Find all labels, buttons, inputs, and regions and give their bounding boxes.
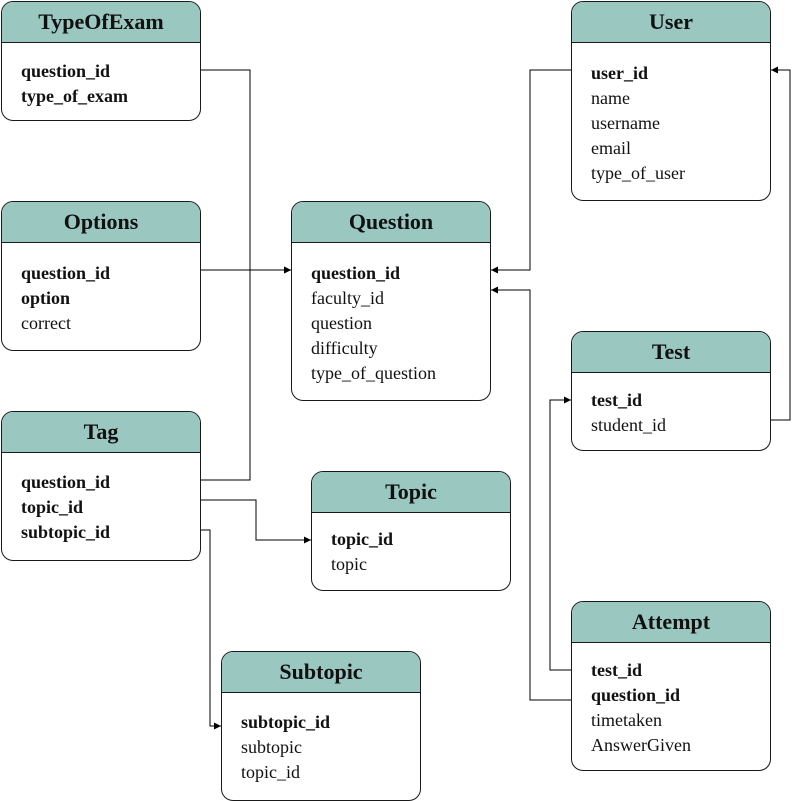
field-option: option: [21, 288, 71, 308]
entity-title: User: [572, 2, 770, 43]
entity-typeofexam: TypeOfExam question_id type_of_exam: [1, 1, 201, 121]
entity-title: TypeOfExam: [2, 2, 200, 43]
entity-title: Test: [572, 332, 770, 373]
connector-attempt-test: [549, 396, 571, 671]
field-question-id: question_id: [21, 263, 111, 283]
field-topic: topic: [331, 554, 367, 574]
connector-typeofexam-question: [201, 69, 291, 274]
field-subtopic-id: subtopic_id: [21, 522, 111, 542]
field-type-of-exam: type_of_exam: [21, 86, 128, 106]
field-question-id: question_id: [591, 685, 681, 705]
connector-user-question: [491, 69, 571, 274]
connector-tag-question: [201, 270, 251, 481]
field-question-id: question_id: [21, 472, 111, 492]
field-type-of-user: type_of_user: [591, 163, 685, 183]
entity-tag: Tag question_id topic_id subtopic_id: [1, 411, 201, 561]
entity-title: Subtopic: [222, 652, 420, 693]
field-question: question: [311, 313, 372, 333]
field-topic-id: topic_id: [21, 497, 84, 517]
entity-attempt: Attempt test_id question_id timetaken An…: [571, 601, 771, 771]
entity-title: Topic: [312, 472, 510, 513]
field-question-id: question_id: [311, 263, 401, 283]
field-topic-id: topic_id: [241, 762, 300, 782]
field-test-id: test_id: [591, 660, 642, 680]
entity-topic: Topic topic_id topic: [311, 471, 511, 591]
field-type-of-question: type_of_question: [311, 363, 436, 383]
field-email: email: [591, 138, 631, 158]
field-difficulty: difficulty: [311, 338, 378, 358]
field-topic-id: topic_id: [331, 529, 394, 549]
entity-title: Tag: [2, 412, 200, 453]
field-timetaken: timetaken: [591, 710, 662, 730]
field-user-id: user_id: [591, 63, 649, 83]
entity-title: Options: [2, 202, 200, 243]
field-answer-given: AnswerGiven: [591, 735, 691, 755]
field-username: username: [591, 113, 660, 133]
field-faculty-id: faculty_id: [311, 288, 384, 308]
field-subtopic: subtopic: [241, 737, 302, 757]
field-student-id: student_id: [591, 415, 666, 435]
field-correct: correct: [21, 313, 71, 333]
entity-options: Options question_id option correct: [1, 201, 201, 351]
connector-test-user: [771, 66, 791, 421]
connector-tag-topic: [201, 499, 311, 544]
field-name: name: [591, 88, 630, 108]
entity-subtopic: Subtopic subtopic_id subtopic topic_id: [221, 651, 421, 801]
field-question-id: question_id: [21, 61, 111, 81]
connector-attempt-question: [491, 286, 571, 701]
connector-tag-subtopic: [201, 529, 221, 730]
entity-test: Test test_id student_id: [571, 331, 771, 451]
entity-question: Question question_id faculty_id question…: [291, 201, 491, 401]
entity-user: User user_id name username email type_of…: [571, 1, 771, 201]
field-subtopic-id: subtopic_id: [241, 712, 331, 732]
entity-title: Question: [292, 202, 490, 243]
entity-title: Attempt: [572, 602, 770, 643]
field-test-id: test_id: [591, 390, 642, 410]
